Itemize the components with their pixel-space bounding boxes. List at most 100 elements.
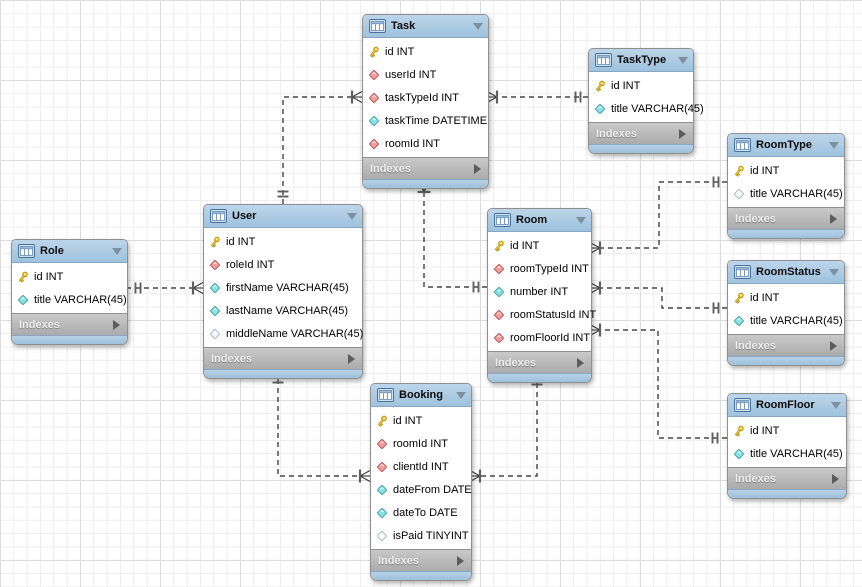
column-row[interactable]: isPaid TINYINT <box>371 524 471 547</box>
column-row[interactable]: id INT <box>589 74 693 97</box>
relationship-roomtype-room[interactable] <box>600 181 727 249</box>
column-row[interactable]: id INT <box>363 40 488 63</box>
indexes-footer[interactable]: Indexes <box>363 157 488 179</box>
indexes-footer[interactable]: Indexes <box>728 207 844 229</box>
column-row[interactable]: lastName VARCHAR(45) <box>204 299 362 322</box>
indexes-footer[interactable]: Indexes <box>488 351 591 373</box>
column-row[interactable]: firstName VARCHAR(45) <box>204 276 362 299</box>
indexes-footer[interactable]: Indexes <box>728 467 846 489</box>
expand-arrow-icon[interactable] <box>830 340 837 351</box>
relationship-roomfloor-room[interactable] <box>600 329 727 439</box>
column-row[interactable]: id INT <box>204 230 362 253</box>
collapse-arrow-icon[interactable] <box>347 212 357 220</box>
column-text: id INT <box>393 414 423 427</box>
column-row[interactable]: id INT <box>728 419 846 442</box>
column-text: id INT <box>34 270 64 283</box>
table-header[interactable]: RoomFloor <box>728 394 846 417</box>
relationship-user-booking[interactable] <box>277 370 360 477</box>
column-row[interactable]: id INT <box>488 234 591 257</box>
column-row[interactable]: title VARCHAR(45) <box>728 182 844 205</box>
table-header[interactable]: User <box>204 205 362 228</box>
indexes-footer[interactable]: Indexes <box>589 122 693 144</box>
relationship-room-task[interactable] <box>423 192 487 288</box>
column-text: roomFloorId INT <box>510 331 591 344</box>
column-row[interactable]: clientId INT <box>371 455 471 478</box>
collapse-arrow-icon[interactable] <box>829 141 839 149</box>
column-row[interactable]: roomId INT <box>363 132 488 155</box>
column-row[interactable]: dateTo DATE <box>371 501 471 524</box>
expand-arrow-icon[interactable] <box>348 353 355 364</box>
collapse-arrow-icon[interactable] <box>678 56 688 64</box>
column-row[interactable]: title VARCHAR(45) <box>728 442 846 465</box>
expand-arrow-icon[interactable] <box>679 128 686 139</box>
expand-arrow-icon[interactable] <box>832 473 839 484</box>
column-row[interactable]: id INT <box>728 286 844 309</box>
table-title: Task <box>391 20 416 32</box>
table-header[interactable]: Room <box>488 209 591 232</box>
table-role[interactable]: Role id INT title VARCHAR(45) Indexes <box>11 239 128 345</box>
column-row[interactable]: taskTypeId INT <box>363 86 488 109</box>
column-row[interactable]: roomId INT <box>371 432 471 455</box>
collapse-arrow-icon[interactable] <box>456 391 466 399</box>
column-row[interactable]: id INT <box>371 409 471 432</box>
table-bottom-strip <box>728 489 846 498</box>
collapse-arrow-icon[interactable] <box>473 22 483 30</box>
column-row[interactable]: roomTypeId INT <box>488 257 591 280</box>
column-row[interactable]: id INT <box>12 265 127 288</box>
table-bottom-strip <box>371 571 471 580</box>
relationship-room-booking[interactable] <box>480 374 538 477</box>
red-diamond-icon <box>493 309 505 321</box>
indexes-footer[interactable]: Indexes <box>204 347 362 369</box>
indexes-footer[interactable]: Indexes <box>12 313 127 335</box>
expand-arrow-icon[interactable] <box>457 555 464 566</box>
column-row[interactable]: id INT <box>728 159 844 182</box>
table-header[interactable]: TaskType <box>589 49 693 72</box>
column-row[interactable]: title VARCHAR(45) <box>589 97 704 120</box>
table-header[interactable]: Booking <box>371 384 471 407</box>
column-row[interactable]: middleName VARCHAR(45) <box>204 322 363 345</box>
expand-arrow-icon[interactable] <box>113 319 120 330</box>
indexes-footer[interactable]: Indexes <box>728 334 844 356</box>
expand-arrow-icon[interactable] <box>474 163 481 174</box>
collapse-arrow-icon[interactable] <box>831 401 841 409</box>
relationship-roomstatus-room[interactable] <box>600 287 727 309</box>
column-text: lastName VARCHAR(45) <box>226 304 349 317</box>
column-row[interactable]: title VARCHAR(45) <box>12 288 127 311</box>
table-header[interactable]: Task <box>363 15 488 38</box>
expand-arrow-icon[interactable] <box>830 213 837 224</box>
cyan-diamond-icon <box>209 282 221 294</box>
table-header[interactable]: RoomStatus <box>728 261 844 284</box>
table-header[interactable]: RoomType <box>728 134 844 157</box>
indexes-label: Indexes <box>495 356 536 369</box>
collapse-arrow-icon[interactable] <box>576 216 586 224</box>
collapse-arrow-icon[interactable] <box>112 247 122 255</box>
column-row[interactable]: roleId INT <box>204 253 362 276</box>
indexes-footer[interactable]: Indexes <box>371 549 471 571</box>
column-text: title VARCHAR(45) <box>611 102 704 115</box>
table-icon <box>494 213 511 227</box>
column-row[interactable]: roomFloorId INT <box>488 326 591 349</box>
column-row[interactable]: userId INT <box>363 63 488 86</box>
indexes-label: Indexes <box>735 339 776 352</box>
column-row[interactable]: taskTime DATETIME <box>363 109 488 132</box>
table-header[interactable]: Role <box>12 240 127 263</box>
column-row[interactable]: title VARCHAR(45) <box>728 309 844 332</box>
column-row[interactable]: dateFrom DATE <box>371 478 472 501</box>
relationship-user-task[interactable] <box>282 96 352 204</box>
expand-arrow-icon[interactable] <box>577 357 584 368</box>
indexes-label: Indexes <box>378 554 419 567</box>
collapse-arrow-icon[interactable] <box>829 268 839 276</box>
column-text: title VARCHAR(45) <box>34 293 127 306</box>
column-row[interactable]: number INT <box>488 280 591 303</box>
column-row[interactable]: roomStatusId INT <box>488 303 596 326</box>
red-diamond-icon <box>376 438 388 450</box>
